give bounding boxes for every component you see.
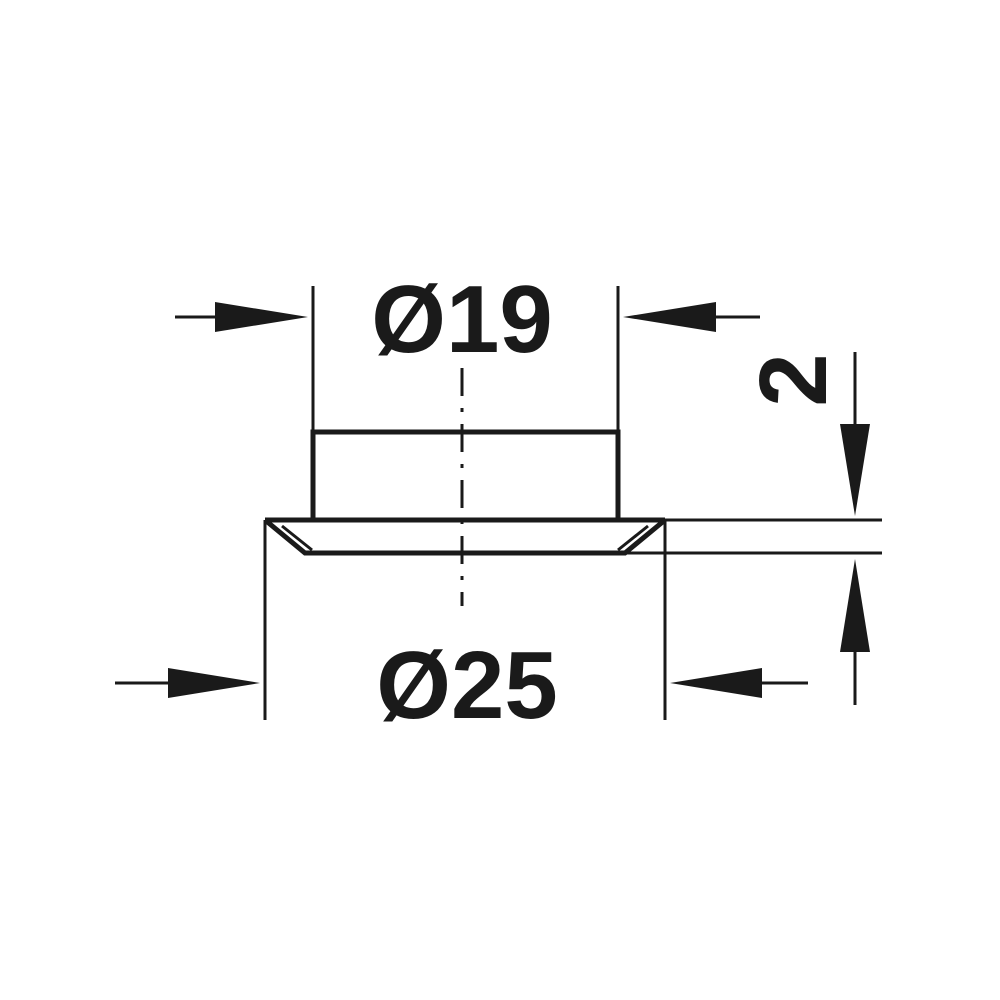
part-outline — [263, 429, 667, 556]
flange-thickness-label: 2 — [740, 353, 847, 406]
dimension-top-diameter: Ø19 — [175, 266, 760, 432]
flange-chamfer-left — [281, 524, 313, 552]
dimension-bottom-diameter: Ø25 — [115, 520, 808, 739]
arrow-up-icon — [840, 559, 870, 652]
arrow-right-icon — [168, 668, 260, 698]
upper-body — [310, 429, 621, 520]
arrow-right-icon — [215, 302, 308, 332]
top-diameter-label: Ø19 — [371, 266, 552, 373]
flange-chamfer-right — [617, 524, 649, 552]
arrow-left-icon — [670, 668, 762, 698]
arrow-down-icon — [840, 424, 870, 516]
arrow-left-icon — [623, 302, 716, 332]
bottom-diameter-label: Ø25 — [376, 632, 557, 739]
dimension-flange-thickness: 2 — [625, 352, 882, 705]
flange-lower-edge — [263, 518, 667, 556]
